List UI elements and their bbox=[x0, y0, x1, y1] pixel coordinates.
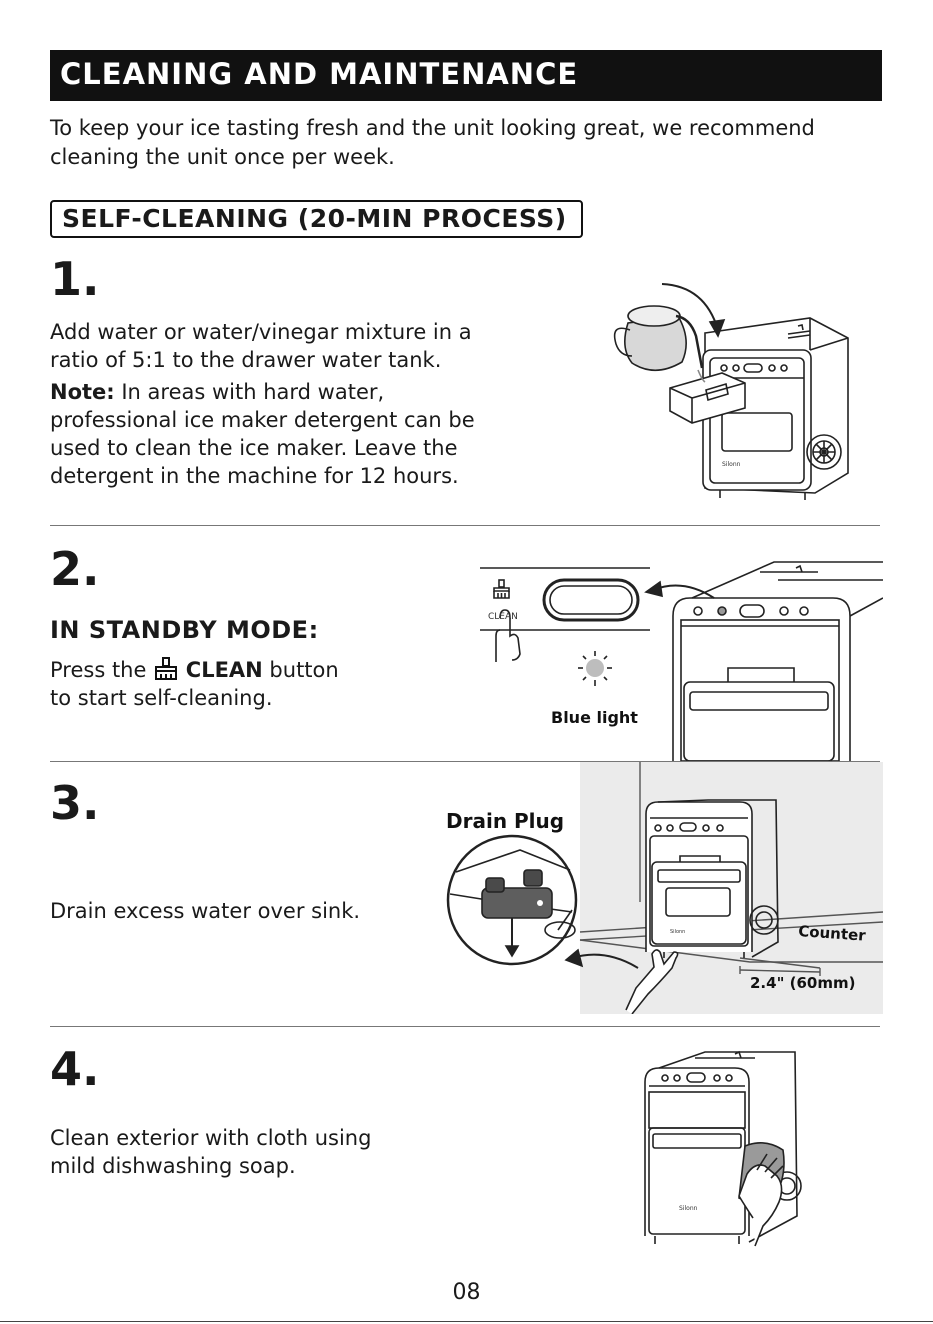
step-2-line: Press the CLEAN button bbox=[50, 656, 450, 684]
drain-plug-label: Drain Plug bbox=[446, 809, 564, 833]
step-4-illustration: Silonn bbox=[644, 1050, 802, 1247]
step-4-text: Clean exterior with cloth using mild dis… bbox=[50, 1124, 450, 1180]
step-2-text: Press the CLEAN button to start self-cle… bbox=[50, 656, 450, 712]
section-banner: CLEANING AND MAINTENANCE bbox=[50, 50, 882, 101]
step-4-line: Clean exterior with cloth using bbox=[50, 1126, 372, 1150]
divider bbox=[50, 1026, 880, 1027]
step-4-number: 4. bbox=[50, 1042, 100, 1096]
distance-label: 2.4" (60mm) bbox=[750, 974, 855, 992]
step-1-line: ratio of 5:1 to the drawer water tank. bbox=[50, 348, 442, 372]
step-3-text: Drain excess water over sink. bbox=[50, 899, 361, 923]
step-2-heading: IN STANDBY MODE: bbox=[50, 616, 319, 644]
page-number: 08 bbox=[452, 1280, 481, 1305]
brand-label: Silonn bbox=[679, 1205, 698, 1212]
subsection-title: SELF-CLEANING (20-MIN PROCESS) bbox=[50, 200, 583, 238]
step-2-line: to start self-cleaning. bbox=[50, 686, 273, 710]
step-4-line: mild dishwashing soap. bbox=[50, 1154, 296, 1178]
press-prefix: Press the bbox=[50, 658, 154, 682]
step-3-illustration: Silonn Drain Plug Counter 2.4" (60mm) bbox=[446, 762, 883, 1014]
divider bbox=[50, 761, 880, 762]
clean-icon bbox=[155, 657, 178, 680]
step-1-number: 1. bbox=[50, 252, 100, 306]
counter-label: Counter bbox=[798, 922, 867, 945]
note-label: Note: bbox=[50, 380, 115, 404]
divider bbox=[50, 525, 880, 526]
step-1-line: Add water or water/vinegar mixture in a bbox=[50, 320, 472, 344]
clean-caption: CLEAN bbox=[488, 612, 518, 622]
intro-line: To keep your ice tasting fresh and the u… bbox=[50, 116, 815, 140]
clean-button-name: CLEAN bbox=[185, 658, 263, 682]
banner-title: CLEANING AND MAINTENANCE bbox=[60, 57, 579, 91]
note-line: used to clean the ice maker. Leave the bbox=[50, 436, 458, 460]
note-line: In areas with hard water, bbox=[114, 380, 385, 404]
step-1-illustration: Silonn bbox=[613, 283, 849, 500]
note-line: detergent in the machine for 12 hours. bbox=[50, 464, 459, 488]
step-1-note: Note: In areas with hard water, bbox=[50, 378, 590, 406]
step-2-number: 2. bbox=[50, 542, 100, 596]
step-3-number: 3. bbox=[50, 776, 100, 830]
intro-line: cleaning the unit once per week. bbox=[50, 145, 395, 169]
intro-text: To keep your ice tasting fresh and the u… bbox=[50, 114, 890, 172]
blue-light-label: Blue light bbox=[551, 708, 638, 727]
brand-label: Silonn bbox=[722, 461, 741, 468]
press-suffix: button bbox=[262, 658, 339, 682]
brand-label: Silonn bbox=[670, 929, 685, 935]
bottom-rule bbox=[0, 1321, 933, 1322]
step-2-illustration: CLEAN Blue light bbox=[480, 561, 883, 761]
note-line: professional ice maker detergent can be bbox=[50, 408, 475, 432]
step-1-text: Add water or water/vinegar mixture in a … bbox=[50, 318, 590, 490]
